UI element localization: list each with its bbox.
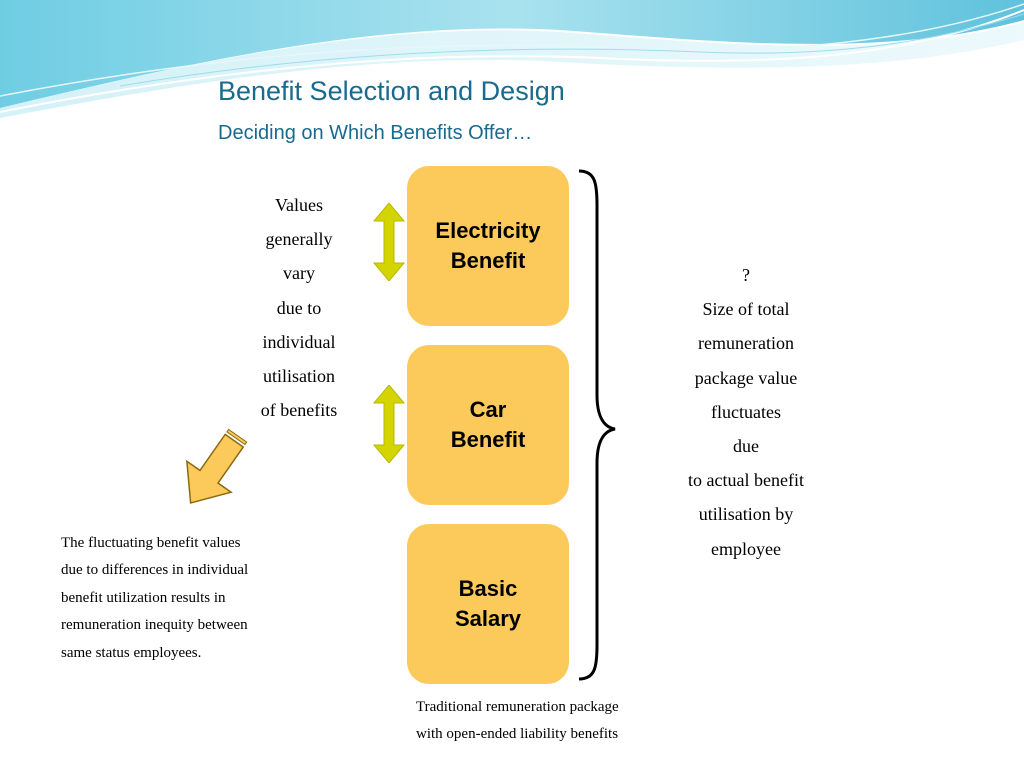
double-headed-vertical-arrow-icon bbox=[373, 385, 405, 463]
box-label-line: Benefit bbox=[450, 248, 526, 273]
electricity-benefit-box: Electricity Benefit bbox=[407, 166, 569, 326]
caption-line: with open-ended liability benefits bbox=[416, 726, 619, 743]
diagram-caption: Traditional remuneration package with op… bbox=[416, 694, 619, 749]
box-label-line: Basic bbox=[458, 576, 518, 601]
left-note-line: Values bbox=[275, 195, 323, 215]
right-curly-brace bbox=[578, 169, 616, 681]
right-note-line: employee bbox=[711, 538, 781, 559]
box-label-line: Benefit bbox=[450, 427, 526, 452]
left-note-line: due to bbox=[276, 297, 322, 318]
box-label-line: Salary bbox=[454, 606, 522, 631]
down-left-block-arrow-icon bbox=[185, 428, 248, 504]
left-note: Values generally vary due to individual … bbox=[238, 188, 360, 427]
box-label-line: Electricity bbox=[435, 218, 541, 243]
right-note: ? Size of total remuneration package val… bbox=[660, 258, 832, 566]
double-headed-vertical-arrow-icon bbox=[373, 203, 405, 281]
bottom-note-line: The fluctuating benefit values bbox=[61, 535, 241, 551]
right-note-line: Size of total bbox=[702, 299, 790, 320]
bottom-note-line: remuneration inequity between bbox=[61, 617, 248, 634]
slide-title: Benefit Selection and Design bbox=[218, 76, 565, 106]
caption-line: Traditional remuneration package bbox=[416, 699, 619, 715]
left-note-line: generally bbox=[265, 229, 333, 250]
left-note-line: individual bbox=[262, 331, 336, 352]
bottom-note-line: benefit utilization results in bbox=[61, 589, 226, 606]
right-note-line: package value bbox=[694, 367, 798, 388]
bottom-note: The fluctuating benefit values due to di… bbox=[61, 530, 321, 667]
car-benefit-box: Car Benefit bbox=[407, 345, 569, 505]
right-note-line: to actual benefit bbox=[688, 470, 804, 491]
right-note-line: utilisation by bbox=[698, 504, 794, 525]
box-label-line: Car bbox=[469, 397, 507, 422]
right-note-line: due bbox=[733, 436, 759, 457]
right-note-line: fluctuates bbox=[711, 401, 781, 422]
basic-salary-box: Basic Salary bbox=[407, 524, 569, 684]
right-note-line: remuneration bbox=[698, 333, 794, 354]
left-note-line: vary bbox=[283, 263, 315, 284]
right-note-line: ? bbox=[742, 265, 750, 285]
bottom-note-line: due to differences in individual bbox=[61, 562, 249, 579]
slide-subtitle: Deciding on Which Benefits Offer… bbox=[218, 122, 533, 144]
left-note-line: utilisation bbox=[263, 366, 335, 387]
left-note-line: of benefits bbox=[260, 400, 338, 421]
header-wave-decoration bbox=[0, 0, 1024, 118]
bottom-note-line: same status employees. bbox=[61, 644, 202, 661]
